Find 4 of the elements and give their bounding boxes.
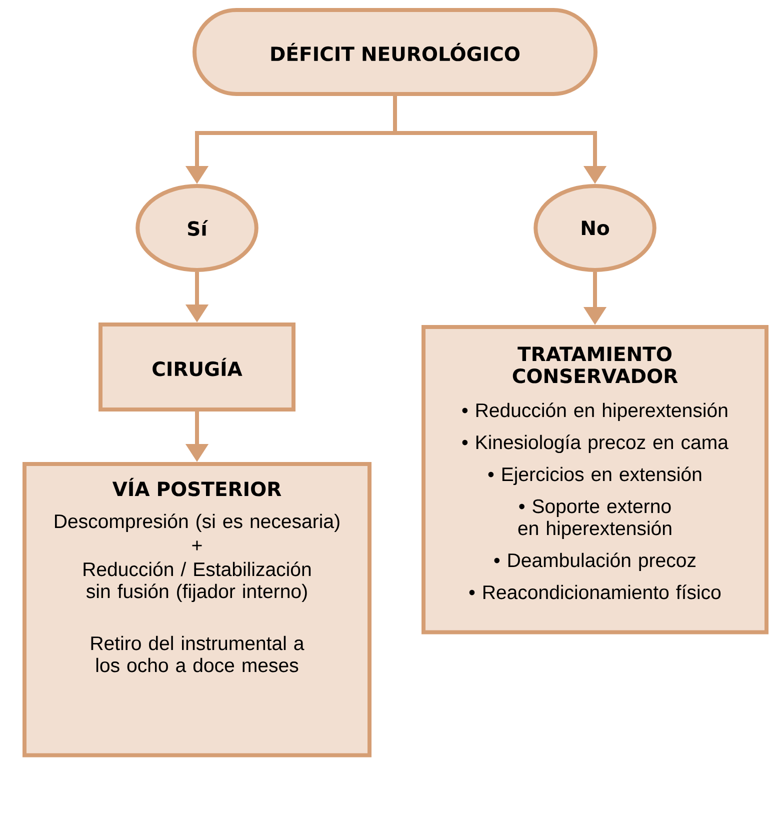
treatment-box: TRATAMIENTO CONSERVADOR • Reducción en hiperextensión • Kinesiología precoz en cama • Ejercicios en extensión • Soporte externo en hiperextensión • Deambulación precoz • Reacondicionamiento físico xyxy=(422,325,768,634)
process-box: CIRUGÍA xyxy=(98,322,296,412)
treatment-box: VÍA POSTERIOR Descompresión (si es necesaria) + Reducción / Estabilización sin fusión (fijador interno) Retiro del instrumental a los ocho a doce meses xyxy=(22,462,372,758)
decision-box: DÉFICIT NEUROLÓGICO xyxy=(192,8,598,96)
